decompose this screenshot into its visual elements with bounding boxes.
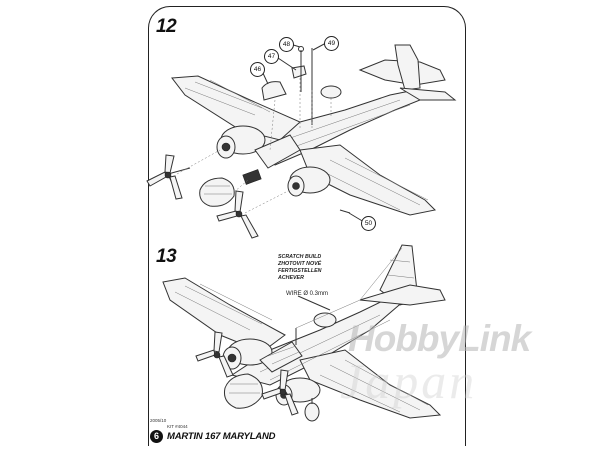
step-number-12: 12 xyxy=(156,16,177,37)
kit-code: KIT #4044 xyxy=(167,424,188,429)
note-line-de: FERTIGSTELLEN xyxy=(278,268,322,274)
part-callout-48: 48 xyxy=(279,37,294,52)
step12-aircraft xyxy=(146,42,457,239)
kit-title: MARTIN 167 MARYLAND xyxy=(167,431,276,442)
part-callout-50: 50 xyxy=(361,216,376,231)
year-code: 2005/10 xyxy=(150,418,167,423)
note-line-cz: ZHOTOVIT NOVÉ xyxy=(278,261,322,267)
part-callout-46: 46 xyxy=(250,62,265,77)
step13-aircraft xyxy=(162,244,446,422)
scratch-build-note: SCRATCH BUILD ZHOTOVIT NOVÉ FERTIGSTELLE… xyxy=(278,254,321,282)
watermark-sub: Japan xyxy=(340,353,478,409)
part-callout-49: 49 xyxy=(324,36,339,51)
note-line-en: SCRATCH BUILD xyxy=(278,254,322,260)
note-line-fr: ACHEVER xyxy=(278,275,304,281)
step-number-13: 13 xyxy=(156,246,177,267)
part-callout-47: 47 xyxy=(264,49,279,64)
wire-label: WIRE Ø 0.3mm xyxy=(286,291,329,297)
watermark-brand: HobbyLink xyxy=(348,318,531,359)
page-number-badge: 6 xyxy=(150,430,163,443)
